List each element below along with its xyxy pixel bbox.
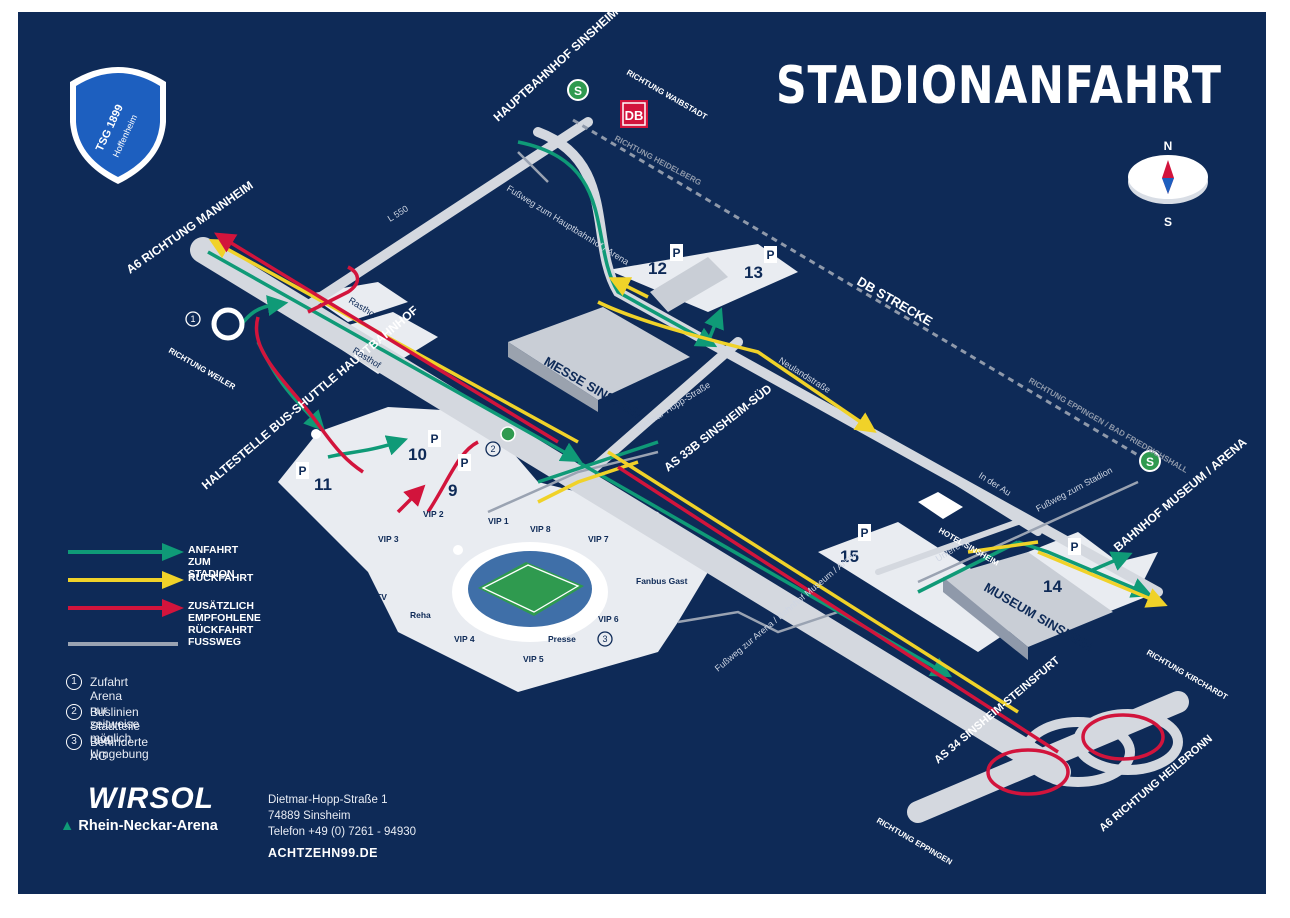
label-db-strecke: DB STRECKE [855,274,936,329]
parking-13: 13 [744,263,763,282]
marker-1: 1 [190,314,195,324]
stadium-area-labels: VIP 2 VIP 1 VIP 8 VIP 7 VIP 3 TV Reha VI… [376,509,688,664]
compass: N S [1128,139,1208,229]
area-presse: Presse [548,634,576,644]
parking-sign: P [764,246,777,263]
brand-name: WIRSOL [88,782,214,815]
page-title: STADIONANFAHRT [776,56,1222,116]
legend-label: ZUSÄTZLICH EMPFOHLENE RÜCKFAHRT [188,600,261,636]
legend-line-recommended [68,606,178,610]
legend-line-arrival [68,550,178,554]
route-map: P P P P P P P 9 10 11 12 13 14 15 VIP 2 … [70,12,1250,867]
note-number: 3 [66,734,82,750]
s-bahn-logo-stadium [500,426,516,442]
label-richtung-eppingen: RICHTUNG EPPINGEN [875,816,954,867]
marker-2: 2 [490,444,495,454]
roads [190,117,1189,823]
parking-sign: P [458,454,471,471]
arena-mountain-icon: ▲ [60,818,75,834]
rail-line [572,118,1159,469]
area-vip-2: VIP 2 [423,509,444,519]
note-text: Buslinien Stadtteile und Umgebung [90,705,149,761]
parking-9: 9 [448,481,457,500]
note-number: 2 [66,704,82,720]
area-vip-5: VIP 5 [523,654,544,664]
label-fussweg-hbf: Fußweg zum Hauptbahnhof / Arena [505,183,631,267]
footpaths [487,151,1139,634]
arena-name-text: Rhein-Neckar-Arena [78,818,218,834]
recommended-return-routes [214,232,1165,796]
stadium [452,542,608,642]
parking-sign: P [1068,538,1081,555]
label-richtung-weiler: RICHTUNG WEILER [167,346,237,392]
s-bahn-label: S [1146,455,1154,469]
db-logo: DB [620,100,648,128]
label-fussweg-stadion: Fußweg zum Stadion [1034,465,1114,514]
s-bahn-label: S [574,84,582,98]
area-vip-8: VIP 8 [530,524,551,534]
compass-south: S [1164,215,1172,229]
s-bahn-logo-hbf: S [567,79,589,101]
compass-north: N [1164,139,1173,153]
area-tv: TV [376,592,387,602]
area-reha: Reha [410,610,431,620]
arrow-icon [162,543,184,561]
parking-12: 12 [648,259,667,278]
label-hbf: HAUPTBAHNHOF SINSHEIM [491,12,621,124]
label-richtung-kirchardt: RICHTUNG KIRCHARDT [1145,648,1229,702]
area-fanbus-gast: Fanbus Gast [636,576,688,586]
parking-symbol: P [672,246,680,260]
address-city: 74889 Sinsheim [268,810,351,822]
label-l550: L 550 [386,203,410,223]
area-vip-4: VIP 4 [454,634,475,644]
legend-line-return [68,578,178,582]
address: Dietmar-Hopp-Straße 1 74889 Sinsheim Tel… [268,792,416,840]
area-vip-3: VIP 3 [378,534,399,544]
website-link[interactable]: ACHTZEHN99.DE [268,846,378,860]
legend-label: RÜCKFAHRT [188,572,254,584]
parking-symbol: P [298,464,306,478]
legend-label: FUSSWEG [188,636,242,648]
address-phone: Telefon +49 (0) 7261 - 94930 [268,826,417,838]
map-frame: P P P P P P P 9 10 11 12 13 14 15 VIP 2 … [18,12,1266,894]
parking-symbol: P [430,432,438,446]
note-text: Behinderte AG [90,735,149,763]
label-dietmar-hopp-strasse: Dietmar-Hopp-Straße [634,380,712,434]
parking-14: 14 [1043,577,1062,596]
parking-10: 10 [408,445,427,464]
area-vip-6: VIP 6 [598,614,619,624]
label-richtung-heidelberg: RICHTUNG HEIDELBERG [613,134,703,187]
buildings [508,257,1113,660]
club-logo: TSG 1899 Hoffenheim [70,67,166,184]
parking-sign: P [428,430,441,447]
parking-signs: P P P P P P P [296,244,1081,555]
legend-line-footpath [68,642,178,646]
parking-symbol: P [1070,540,1078,554]
legend-label: ANFAHRT ZUM STADION [188,544,239,580]
note-text: Zufahrt Arena nur zeitweise möglich [90,675,140,745]
area-vip-1: VIP 1 [488,516,509,526]
parking-15: 15 [840,547,859,566]
parking-symbol: P [766,248,774,262]
note-number: 1 [66,674,82,690]
s-bahn-logo-museum: S [1139,450,1161,472]
arena-name: ▲ Rhein-Neckar-Arena [60,818,218,834]
arrow-icon [162,599,184,617]
parking-11: 11 [314,475,332,494]
area-vip-7: VIP 7 [588,534,609,544]
label-richtung-eppingen-bad: RICHTUNG EPPINGEN / BAD FRIEDRICHSHALL [1027,376,1189,475]
parking-sign: P [296,462,309,479]
parking-numbers: 9 10 11 12 13 14 15 [314,259,1062,596]
parking-sign: P [670,244,683,261]
arrow-icon [162,571,184,589]
parking-sign: P [858,524,871,541]
db-logo-text: DB [625,108,644,123]
marker-3: 3 [602,634,607,644]
roundabout [211,307,463,555]
address-street: Dietmar-Hopp-Straße 1 [268,794,388,806]
map-markers: 1 2 3 [185,311,613,647]
parking-symbol: P [460,456,468,470]
parking-symbol: P [860,526,868,540]
